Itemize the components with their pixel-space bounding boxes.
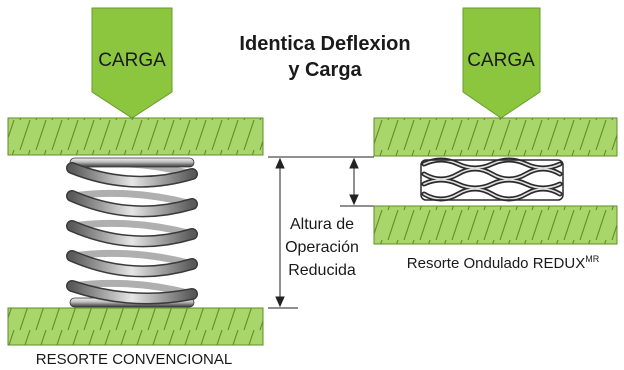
left-caption: RESORTE CONVENCIONAL [36, 351, 232, 368]
right-caption: Resorte Ondulado REDUXMR [407, 254, 600, 272]
right-bottom-plate [373, 205, 618, 245]
height-note-line-1: Altura de [290, 216, 354, 233]
right-load-arrow [462, 7, 541, 119]
left-load-label: CARGA [98, 50, 166, 71]
right-top-plate [373, 117, 618, 157]
right-load-label: CARGA [467, 50, 535, 71]
right-caption-text: Resorte Ondulado REDUX [407, 255, 585, 272]
title-line-2: y Carga [288, 59, 362, 81]
title-line-1: Identica Deflexion [239, 33, 410, 55]
right-caption-superscript: MR [585, 254, 599, 264]
conventional-coil-spring [66, 157, 198, 308]
height-note-line-3: Reducida [288, 262, 356, 279]
left-top-plate [7, 117, 264, 156]
wave-spring [420, 157, 564, 202]
left-bottom-plate [7, 307, 264, 346]
height-note-line-2: Operación [285, 239, 359, 256]
left-load-arrow [91, 7, 173, 119]
height-dimension-lines [268, 156, 374, 309]
